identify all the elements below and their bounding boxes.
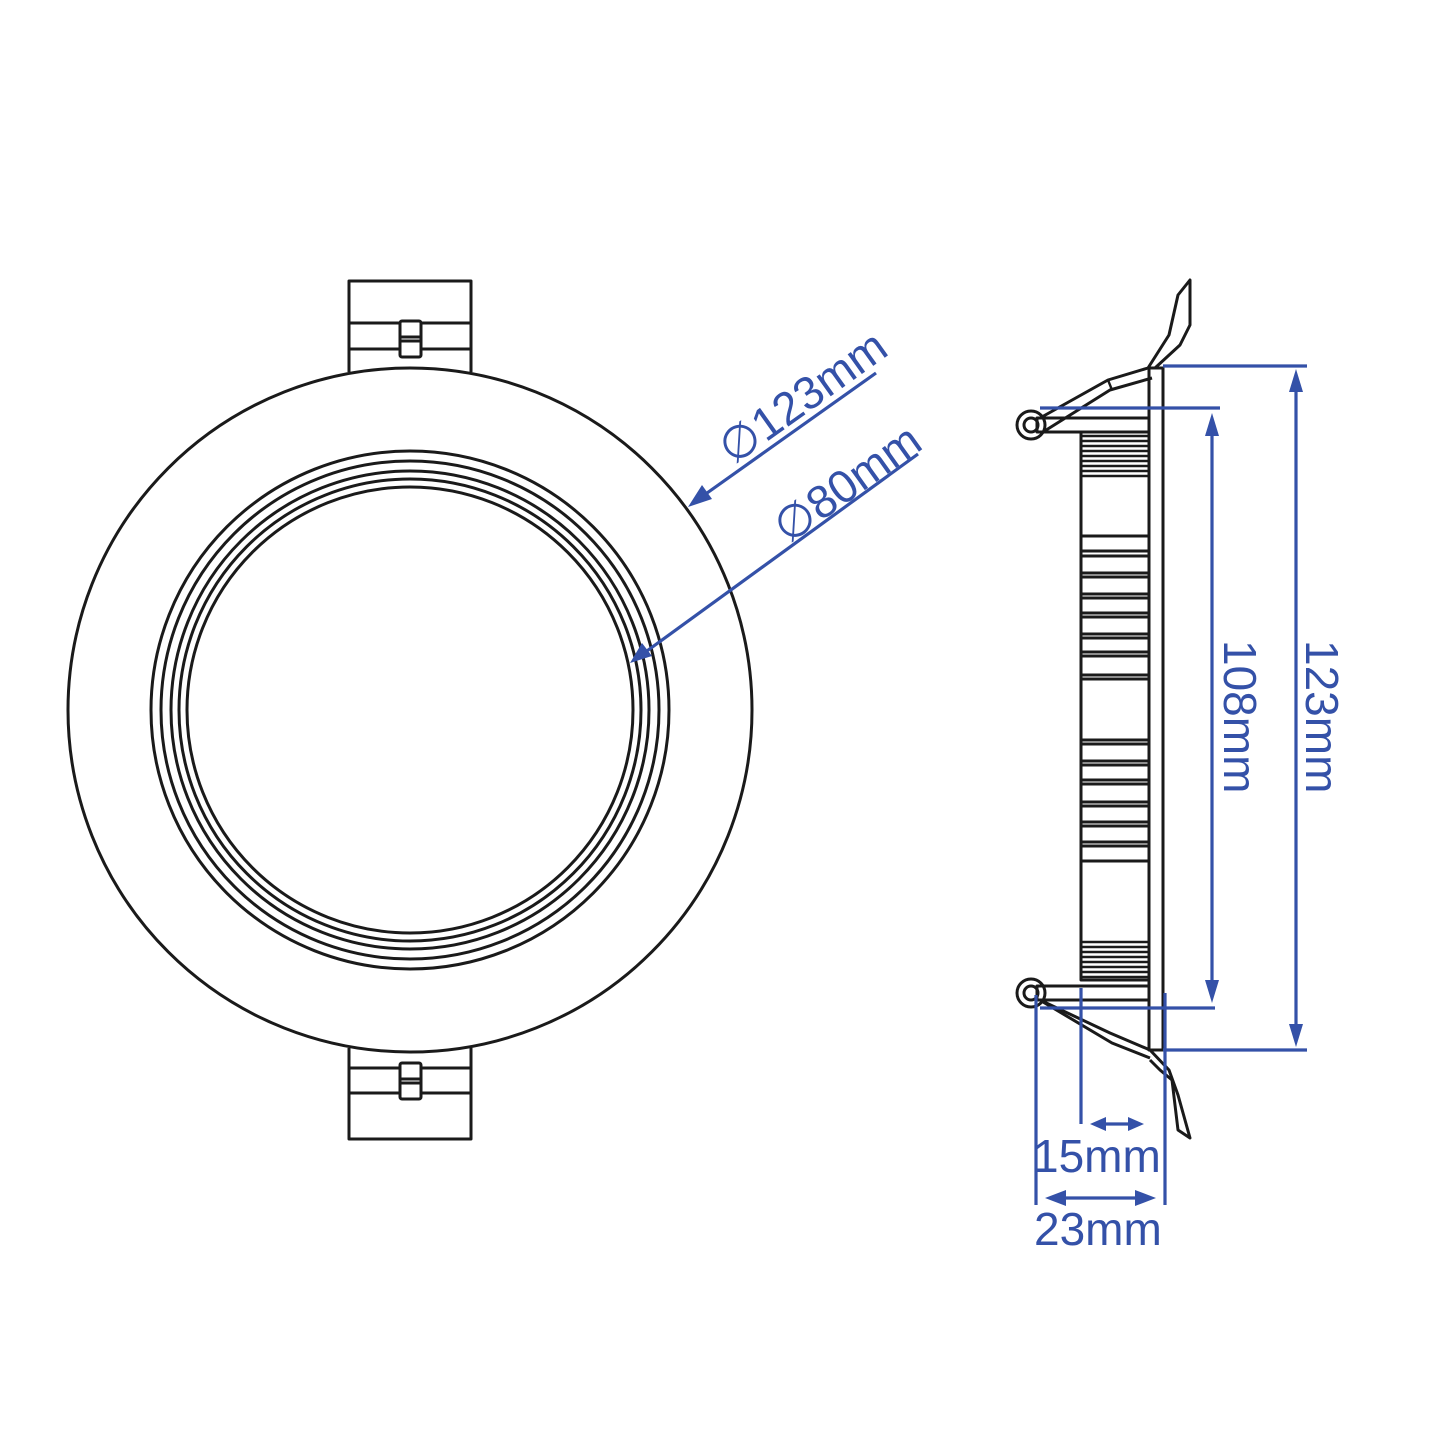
cutout-height-dimension: 108mm bbox=[1040, 406, 1266, 1010]
inner-diameter-dimension: ∅80mm bbox=[630, 413, 930, 663]
total-height-dimension: 123mm bbox=[1163, 364, 1348, 1052]
inner-lens-rings bbox=[149, 449, 671, 971]
heat-sink-fins bbox=[1081, 434, 1149, 979]
total-height-label: 123mm bbox=[1296, 640, 1348, 793]
top-spring-clip bbox=[347, 279, 473, 372]
body-depth-label: 15mm bbox=[1033, 1130, 1161, 1182]
top-spring-arm bbox=[1015, 278, 1192, 441]
side-view: 123mm 108mm 15mm 23mm bbox=[1015, 278, 1348, 1255]
cutout-height-label: 108mm bbox=[1214, 640, 1266, 793]
total-depth-label: 23mm bbox=[1034, 1203, 1162, 1255]
bottom-spring-clip bbox=[347, 1048, 473, 1141]
front-view: ∅123mm ∅80mm bbox=[66, 279, 930, 1141]
bezel-face bbox=[1147, 366, 1165, 1052]
housing-body bbox=[1079, 430, 1151, 982]
total-depth-dimension: 23mm bbox=[1034, 995, 1162, 1255]
body-depth-dimension: 15mm bbox=[1033, 988, 1167, 1205]
outer-trim-ring bbox=[66, 366, 754, 1054]
